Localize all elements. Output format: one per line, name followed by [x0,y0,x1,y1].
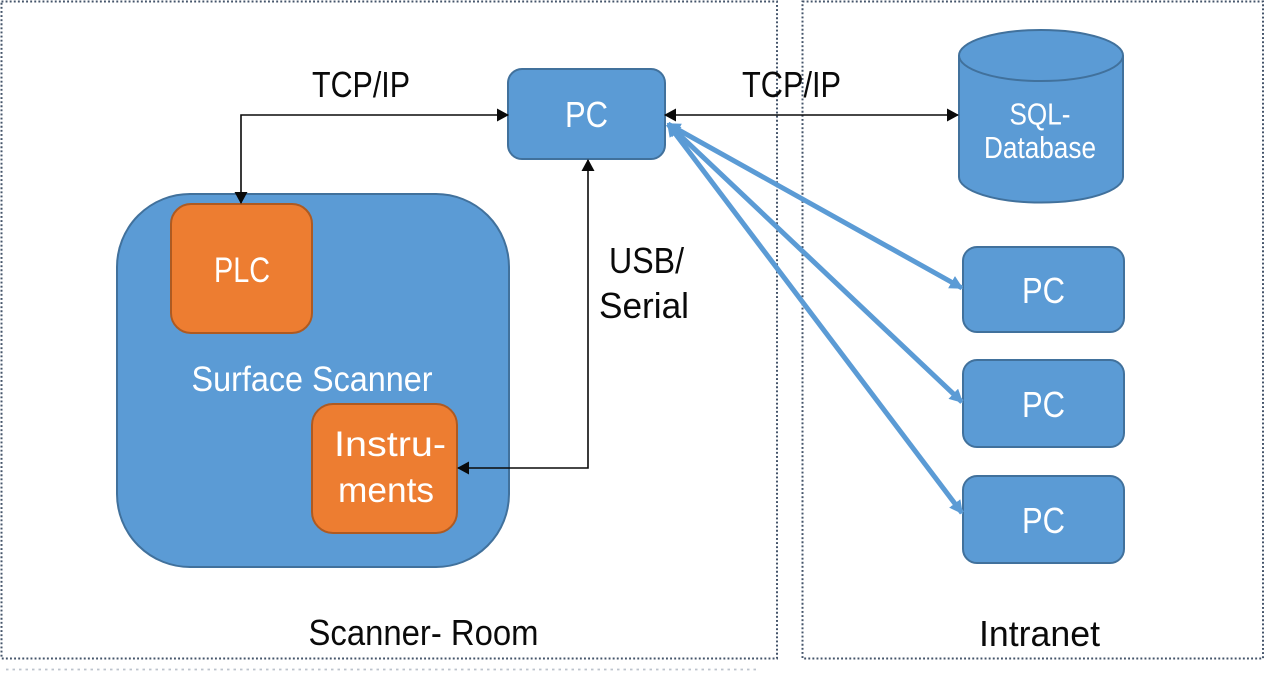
svg-text:Scanner- Room: Scanner- Room [309,612,539,653]
svg-text:PC: PC [565,94,608,135]
svg-text:USB/: USB/ [609,240,684,281]
svg-text:Serial: Serial [599,285,689,326]
svg-text:PC: PC [1022,384,1065,425]
svg-text:ments: ments [338,471,434,510]
svg-text:TCP/IP: TCP/IP [312,64,410,105]
svg-text:Surface Scanner: Surface Scanner [192,360,433,399]
svg-text:PC: PC [1022,270,1065,311]
svg-text:TCP/IP: TCP/IP [742,64,841,105]
svg-text:PC: PC [1022,500,1065,541]
svg-text:Intranet: Intranet [979,613,1100,654]
svg-text:Database: Database [984,130,1096,165]
svg-text:PLC: PLC [214,251,270,290]
svg-text:SQL-: SQL- [1010,97,1071,132]
svg-text:Instru-: Instru- [334,425,446,464]
